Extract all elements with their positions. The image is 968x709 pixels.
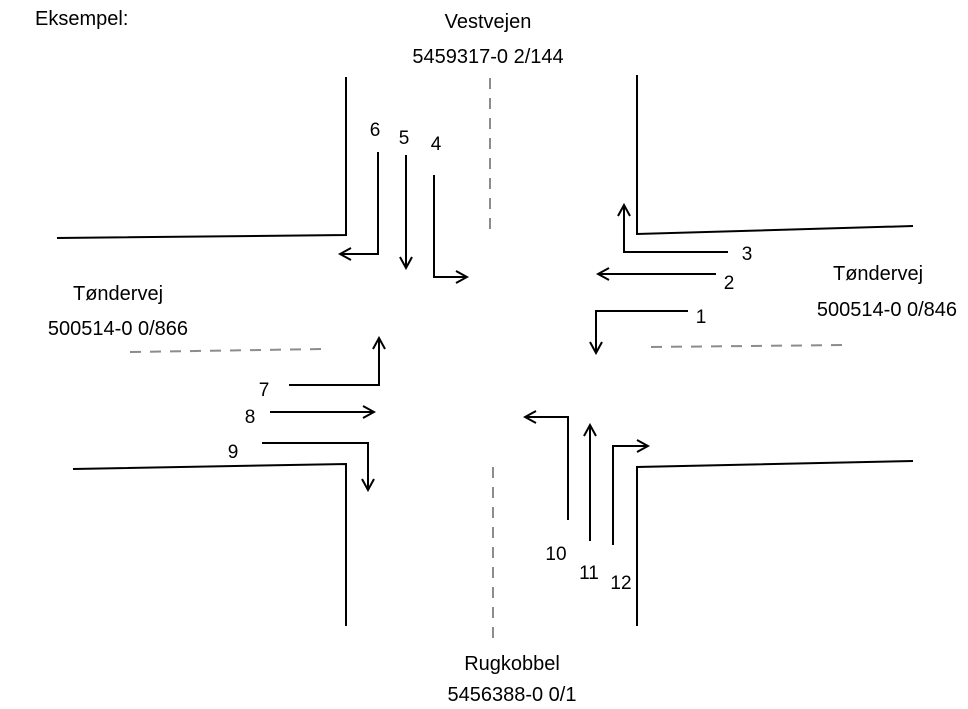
curb-northwest	[56, 77, 347, 239]
west-road-code: 500514-0 0/866	[48, 318, 188, 340]
curb-northeast	[636, 75, 914, 236]
movement-number: 11	[579, 563, 599, 584]
west-road-name: Tøndervej	[73, 283, 163, 305]
movement-number: 1	[696, 307, 707, 328]
east-road-code: 500514-0 0/846	[817, 299, 957, 321]
curb-southeast	[636, 460, 914, 626]
curb-lines	[56, 75, 914, 626]
east-road-name: Tøndervej	[833, 263, 923, 285]
movement-number: 7	[259, 380, 270, 401]
movement-number: 2	[724, 273, 735, 294]
south-road-name: Rugkobbel	[464, 653, 560, 675]
heading: Eksempel:	[35, 8, 128, 30]
centerline-west	[129, 348, 326, 353]
centerline-east	[650, 344, 847, 348]
movement-number: 5	[399, 128, 410, 149]
center-lines	[129, 78, 847, 640]
movement-number: 9	[228, 442, 239, 463]
movement-arrows	[262, 152, 728, 545]
arrow-movement-7	[289, 338, 379, 386]
arrow-movement-4	[433, 175, 467, 277]
movement-number: 4	[431, 134, 442, 155]
arrow-movement-6	[340, 152, 379, 254]
arrow-movement-3	[624, 205, 728, 253]
arrow-movement-12	[612, 446, 648, 545]
movement-numbers: 1 2 3 4 5 6 7 8 9 10 11 12	[228, 120, 753, 594]
south-road-code: 5456388-0 0/1	[447, 684, 576, 706]
arrow-movement-1	[596, 310, 688, 353]
north-road-code: 5459317-0 2/144	[412, 46, 563, 68]
movement-number: 3	[742, 244, 753, 265]
arrow-movement-9	[262, 442, 368, 490]
curb-southwest	[72, 462, 347, 626]
movement-number: 10	[545, 544, 566, 565]
movement-number: 8	[245, 407, 256, 428]
north-road-name: Vestvejen	[445, 11, 532, 33]
arrow-movement-10	[525, 417, 569, 520]
movement-number: 6	[370, 120, 381, 141]
movement-number: 12	[610, 573, 631, 594]
